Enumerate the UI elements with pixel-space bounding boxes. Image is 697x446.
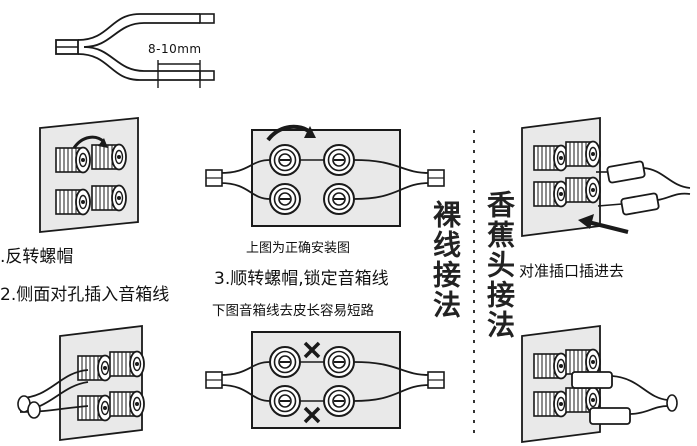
- correct-caption: 上图为正确安装图: [246, 241, 351, 256]
- step3-label: 3.顺转螺帽,锁定音箱线: [214, 269, 389, 289]
- step2-label: 2.侧面对孔插入音箱线: [0, 285, 170, 305]
- dimension-label: 8-10mm: [148, 42, 202, 56]
- banana-plug-title: 香蕉头接法: [482, 190, 516, 348]
- cross-mark-icon: [303, 406, 321, 424]
- bare-wire-title-text: 裸线接法: [429, 200, 462, 320]
- short-circuit-warning: 下图音箱线去皮长容易短路: [212, 303, 374, 319]
- banana-instruction: 对准插口插进去: [519, 262, 625, 280]
- correct-connection-diagram: [205, 124, 445, 227]
- banana-plug-inserted-diagram: [521, 324, 678, 444]
- rotate-arrow-icon: [266, 124, 316, 142]
- cross-mark-icon: [303, 341, 321, 359]
- binding-posts-top-left: [39, 117, 139, 233]
- stripped-wire-illustration: [55, 13, 215, 88]
- step1-label: .反转螺帽: [0, 247, 74, 267]
- banana-plug-title-text: 香蕉头接法: [483, 190, 516, 340]
- binding-posts-bottom-left: [17, 324, 145, 442]
- rotate-arrow-icon: [72, 135, 108, 149]
- banana-plug-insert-diagram: [521, 116, 691, 238]
- insert-arrow-icon: [578, 214, 629, 234]
- wrong-connection-diagram: [205, 331, 445, 429]
- bare-wire-title: 裸线接法: [428, 200, 462, 328]
